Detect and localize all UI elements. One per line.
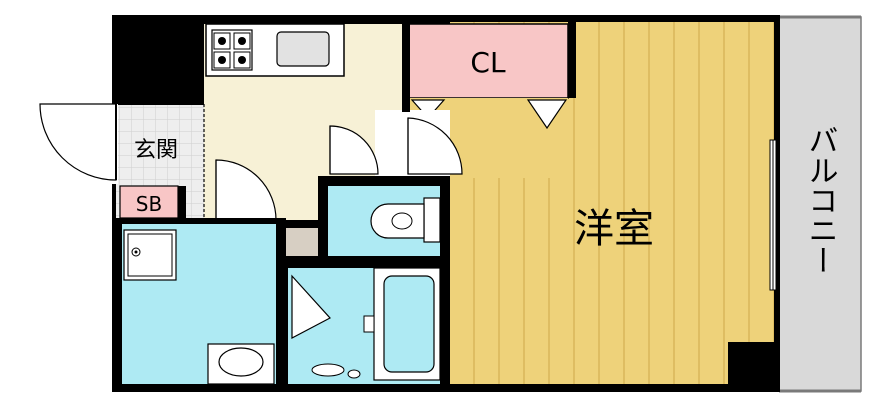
front-door: [39, 103, 118, 184]
closet-door: [410, 99, 568, 130]
washbasin-icon: [207, 343, 275, 385]
corner-column: [728, 342, 774, 384]
balcony-label: バルコニー: [803, 125, 838, 275]
interior-walls: [112, 22, 780, 392]
western-room-label: 洋室: [574, 206, 654, 252]
storage-space: [284, 228, 318, 258]
sink-icon: [276, 31, 330, 67]
shoe-box: [119, 185, 179, 219]
shower-icon: [311, 363, 361, 379]
closet: [407, 23, 569, 99]
hall-door: [329, 110, 404, 178]
washing-machine-icon: [123, 229, 177, 281]
entrance-wall-top: [112, 15, 204, 105]
stove-icon: [211, 29, 253, 71]
shoe-box-label: SB: [136, 192, 162, 216]
closet-label: CL: [470, 46, 506, 79]
toilet-icon: [370, 197, 441, 243]
balcony: [778, 15, 862, 393]
bathroom-door: [291, 274, 331, 339]
entrance-label: 玄関: [134, 138, 178, 163]
western-room-door: [404, 110, 463, 178]
bathtub-icon: [363, 267, 441, 381]
balcony-window: [769, 139, 777, 291]
